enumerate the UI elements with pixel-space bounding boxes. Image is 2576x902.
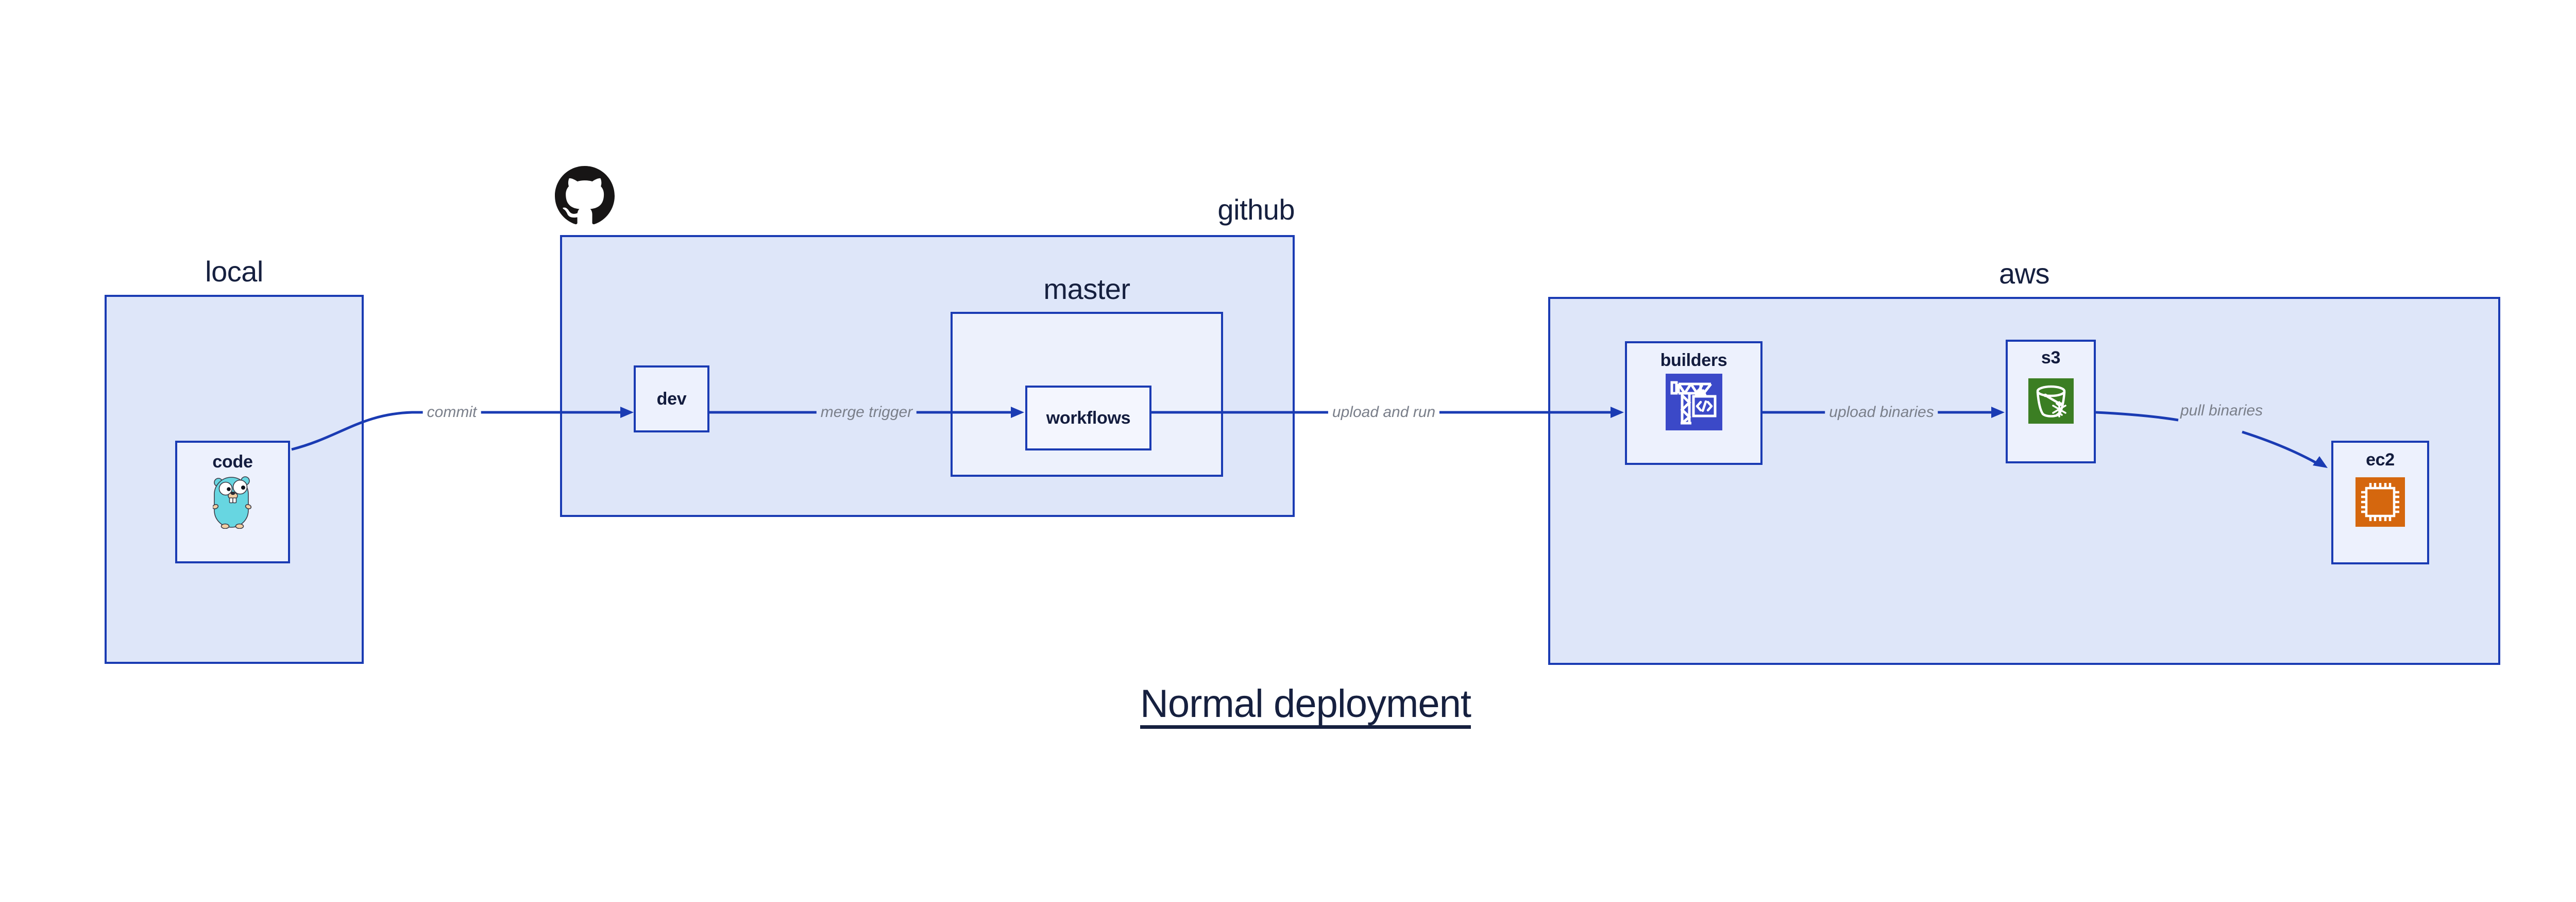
group-label-aws: aws: [1998, 257, 2050, 290]
edge-label-merge-trigger: merge trigger: [816, 402, 917, 423]
node-dev: dev: [634, 365, 709, 432]
node-label-ec2: ec2: [2366, 450, 2395, 470]
node-workflows: workflows: [1025, 386, 1151, 450]
node-label-code: code: [212, 452, 253, 472]
edge-label-upload-and-run: upload and run: [1328, 402, 1440, 423]
go-gopher-icon: [212, 476, 251, 529]
diagram-title-wrap: Normal deployment: [790, 681, 1821, 726]
node-label-builders: builders: [1660, 350, 1727, 370]
group-label-github: github: [1217, 193, 1295, 226]
edge-label-commit: commit: [422, 402, 481, 423]
node-builders: builders: [1625, 341, 1762, 465]
node-label-dev: dev: [656, 389, 687, 409]
github-octocat-icon: [555, 166, 615, 225]
edge-label-upload-binaries: upload binaries: [1825, 402, 1938, 423]
group-label-local: local: [205, 255, 263, 288]
node-code: code: [175, 441, 290, 563]
group-label-master: master: [1043, 273, 1130, 305]
edge-label-pull-binaries: pull binaries: [2180, 402, 2263, 419]
chip-ec2-icon: [2355, 477, 2405, 527]
node-s3: s3: [2006, 340, 2096, 463]
bucket-glacier-icon: [2028, 378, 2074, 424]
node-ec2: ec2: [2331, 441, 2429, 564]
diagram-title: Normal deployment: [1140, 682, 1471, 726]
crane-codebuild-icon: [1665, 374, 1722, 430]
node-label-workflows: workflows: [1046, 408, 1131, 428]
node-label-s3: s3: [2041, 348, 2061, 368]
